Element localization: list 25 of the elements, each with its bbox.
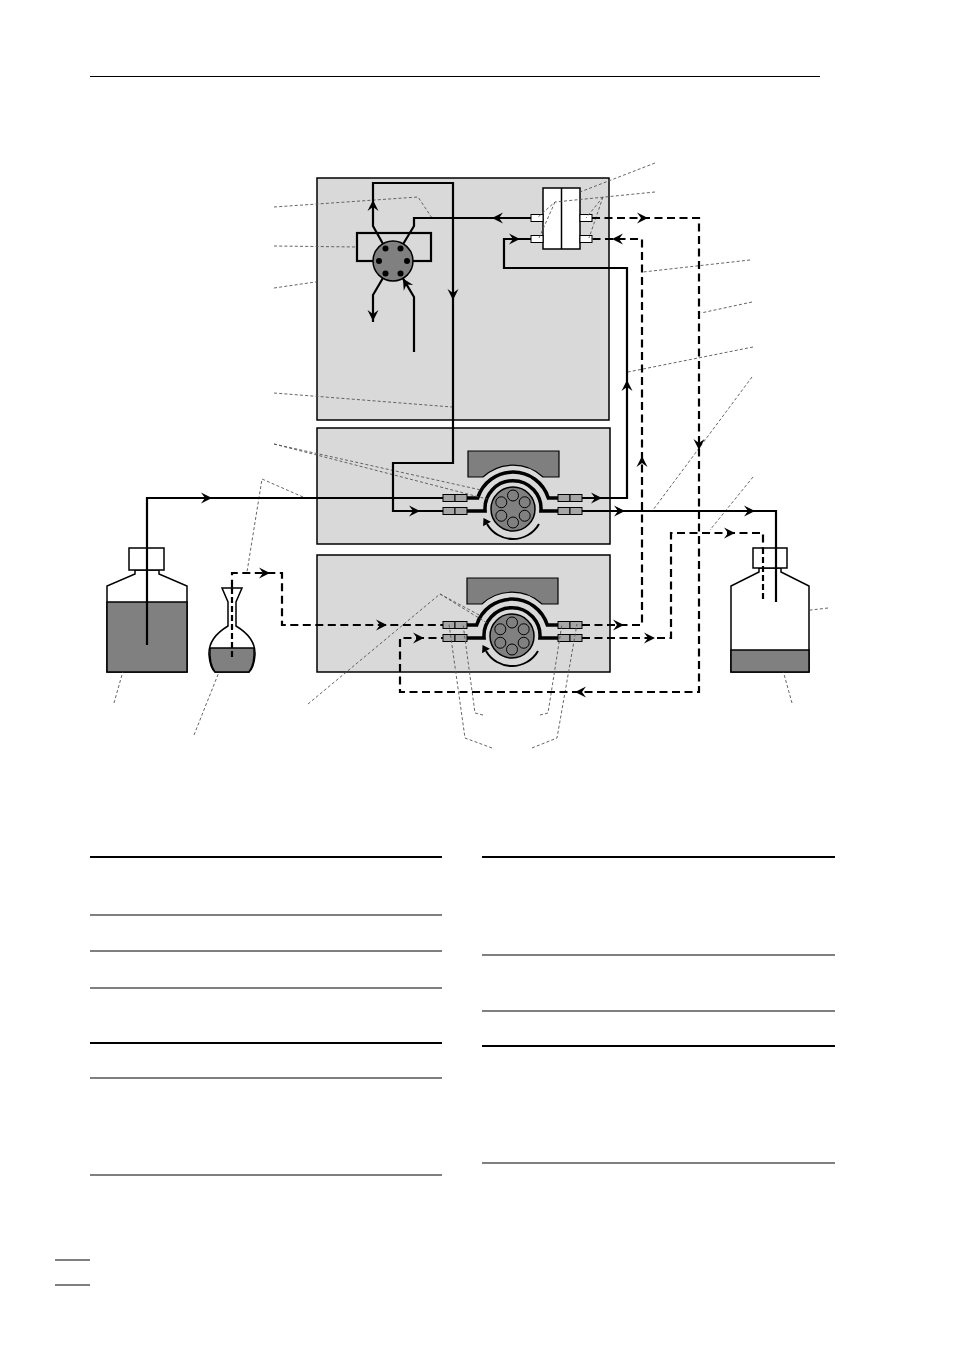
valve-symbol	[372, 240, 414, 282]
leader-line	[273, 443, 488, 500]
pump-head	[442, 577, 583, 667]
bottle	[730, 547, 810, 673]
pump-housing	[316, 554, 611, 673]
leader-line	[193, 671, 220, 736]
pump-head	[442, 450, 583, 540]
leader-line	[273, 245, 358, 248]
liquid-fill	[209, 647, 255, 673]
leader-line	[448, 623, 578, 749]
leader-line	[783, 671, 793, 704]
pump-housing	[316, 427, 611, 545]
leader-line	[808, 607, 829, 611]
cell-block	[530, 187, 593, 250]
liquid-fill	[730, 649, 810, 673]
instrument-housing	[316, 177, 610, 421]
leader-line	[113, 671, 124, 704]
leader-line	[579, 162, 656, 193]
liquid-fill	[106, 601, 188, 673]
leader-line	[307, 593, 488, 705]
bottle	[106, 547, 188, 673]
leader-line	[462, 623, 563, 716]
leader-line	[273, 281, 318, 289]
flask	[208, 587, 256, 673]
leader-line	[536, 191, 656, 239]
